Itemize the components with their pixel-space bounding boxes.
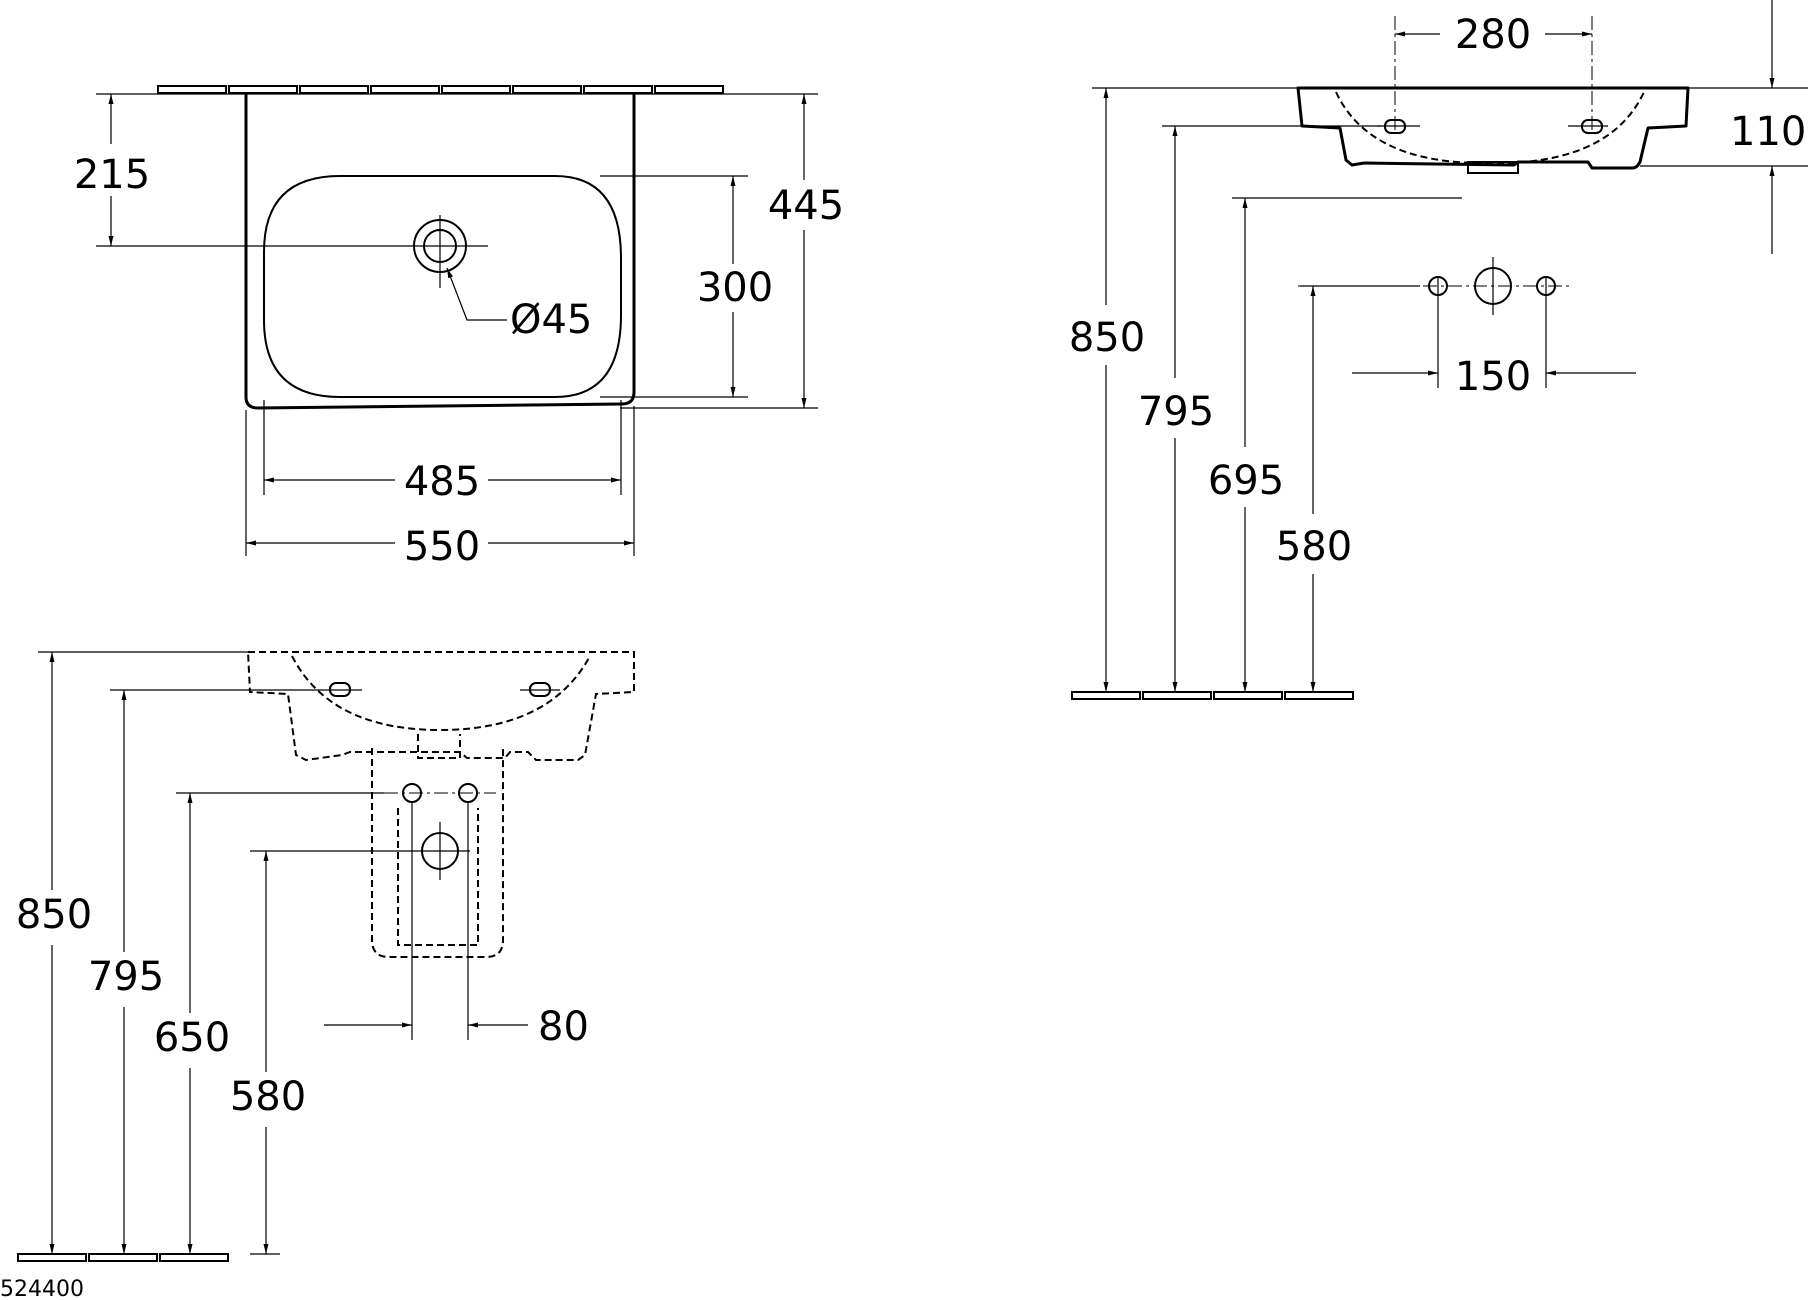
dim-overflow: 795: [1138, 389, 1214, 435]
dim-hole-offset: 215: [74, 152, 150, 198]
pedestal-hidden-outline: [371, 748, 504, 958]
dim-bowl-depth: 300: [697, 265, 773, 311]
dim-waste: 695: [1208, 458, 1284, 504]
dim-valves-side: 650: [154, 1015, 230, 1061]
tap-hole-icon: [402, 215, 507, 321]
overflow-right-icon: [1568, 119, 1608, 134]
overflow-side-right-icon: [520, 682, 560, 697]
dim-waste-side: 580: [230, 1074, 306, 1120]
dim-hole-diameter: Ø45: [510, 297, 592, 343]
dim-rim-top-side: 850: [16, 892, 92, 938]
dim-rim-height: 110: [1730, 109, 1806, 155]
dim-total-width: 550: [404, 524, 480, 570]
dim-overflow-side: 795: [88, 954, 164, 1000]
bowl-outline: [263, 175, 622, 398]
waste-hidden-line: [417, 734, 461, 759]
overflow-side-left-icon: [322, 682, 362, 697]
floor-tiles: [1071, 691, 1354, 700]
basin-front-outline: [1296, 86, 1690, 170]
dim-supply: 580: [1276, 524, 1352, 570]
top-view: 215 445 300 Ø45 485 550: [74, 85, 844, 570]
dim-bowl-width: 485: [404, 459, 480, 505]
bowl-hidden-line: [1335, 91, 1645, 165]
wall-tiles: [157, 85, 724, 94]
floor-tiles-side: [17, 1253, 229, 1262]
basin-side-hidden-outline: [246, 651, 635, 762]
bowl-side-hidden-line: [291, 655, 591, 732]
dim-valve-spacing: 150: [1455, 354, 1531, 400]
front-view: 280 110 150: [1069, 0, 1808, 700]
waste-outlet: [1467, 161, 1519, 174]
dim-tap-spacing: 280: [1455, 12, 1531, 58]
pedestal-inner-hidden-line: [397, 808, 479, 946]
dim-total-depth: 445: [768, 183, 844, 229]
dim-rim-top: 850: [1069, 315, 1145, 361]
overflow-left-icon: [1378, 119, 1420, 134]
waste-side-icon: [410, 822, 470, 880]
side-view: 80 850 795 650 580: [16, 651, 635, 1262]
drawing-code: 524400: [0, 1277, 84, 1300]
dim-valve-spacing-side: 80: [538, 1004, 589, 1050]
